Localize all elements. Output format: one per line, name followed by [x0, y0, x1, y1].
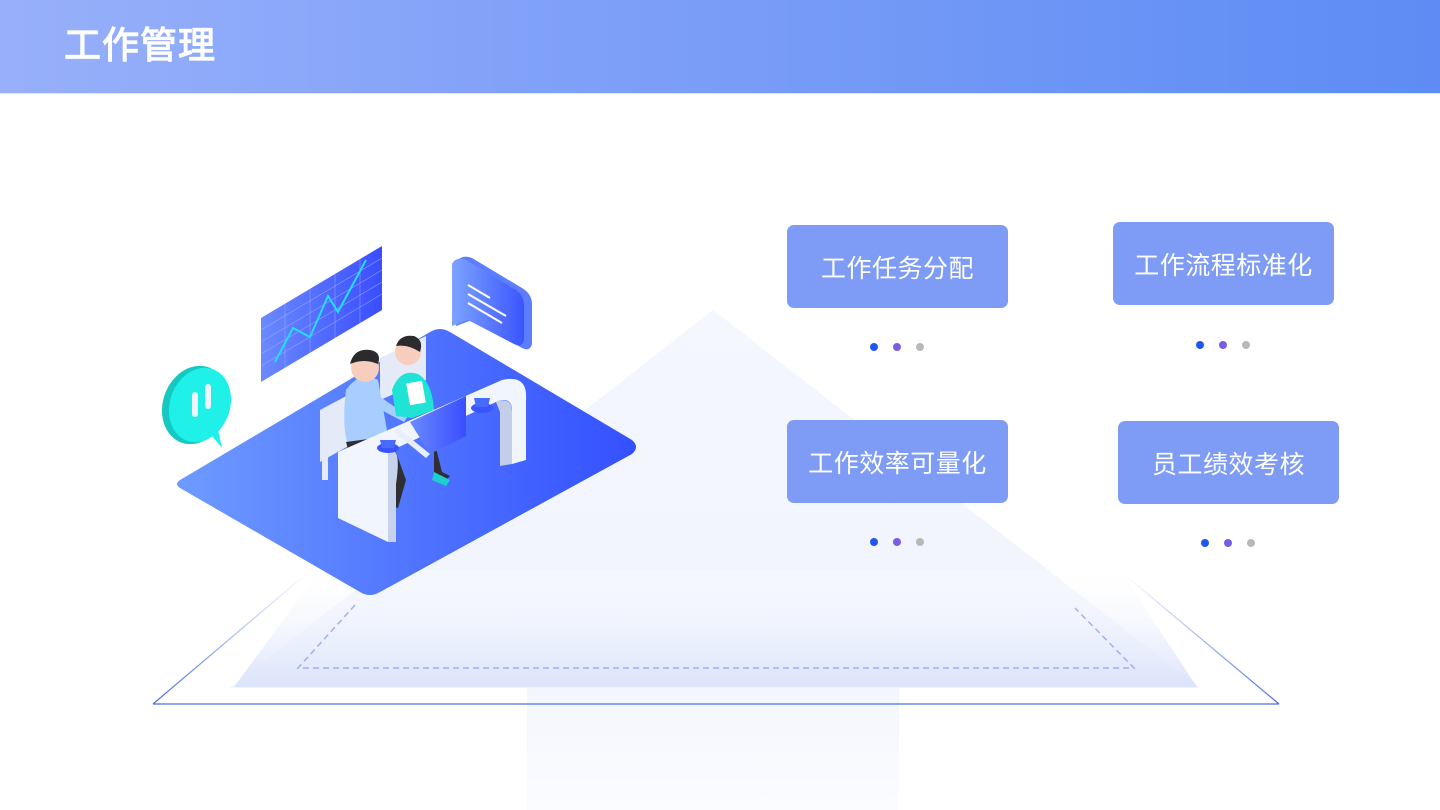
cup-icon: [377, 398, 493, 453]
pause-bubble-icon: [161, 365, 232, 448]
dot: [916, 538, 924, 546]
card-workflow-standardization[interactable]: 工作流程标准化: [1113, 222, 1334, 305]
dot-active: [1201, 539, 1209, 547]
card-task-assignment[interactable]: 工作任务分配: [787, 225, 1008, 308]
desk-icon: [338, 378, 527, 542]
pager-dots: [1196, 341, 1250, 349]
card-label: 工作流程标准化: [1134, 250, 1313, 280]
card-label: 工作任务分配: [820, 253, 974, 283]
pager-dots: [1201, 539, 1255, 547]
laptop-icon: [394, 396, 466, 458]
dot-active: [870, 538, 878, 546]
chat-bubble-icon: [452, 256, 532, 350]
desk-workers-illustration: [161, 246, 636, 595]
dot-active: [1196, 341, 1204, 349]
header-divider: [0, 93, 1440, 94]
dot: [893, 343, 901, 351]
card-label: 工作效率可量化: [808, 448, 987, 478]
page-title: 工作管理: [64, 24, 216, 67]
person-right-icon: [392, 335, 450, 486]
card-label: 员工绩效考核: [1151, 449, 1305, 479]
dot: [916, 343, 924, 351]
card-efficiency-quantification[interactable]: 工作效率可量化: [787, 420, 1008, 503]
dot: [893, 538, 901, 546]
dot: [1247, 539, 1255, 547]
header-bar: 工作管理: [0, 0, 1440, 93]
dot: [1219, 341, 1227, 349]
pager-dots: [870, 343, 924, 351]
chart-board-icon: [260, 246, 383, 382]
pager-dots: [870, 538, 924, 546]
dot: [1242, 341, 1250, 349]
dot-active: [870, 343, 878, 351]
card-performance-review[interactable]: 员工绩效考核: [1118, 421, 1339, 504]
dot: [1224, 539, 1232, 547]
